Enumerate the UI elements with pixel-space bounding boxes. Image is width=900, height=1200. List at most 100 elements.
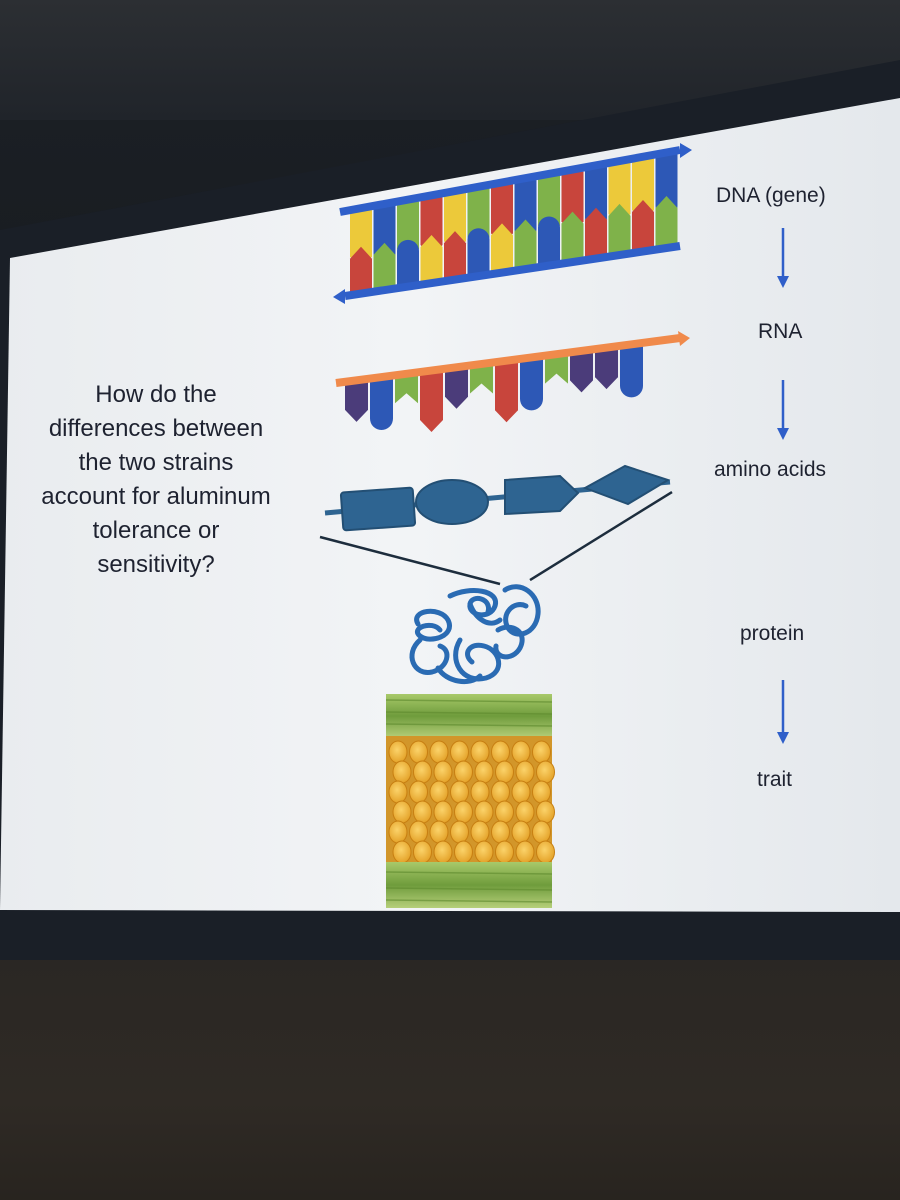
dna-base <box>397 239 419 289</box>
corn-kernel <box>454 760 473 784</box>
question-line: account for aluminum <box>41 483 271 510</box>
dna-base <box>538 216 560 268</box>
question-line: the two strains <box>78 449 234 476</box>
corn-kernel <box>515 840 535 864</box>
amino-acid-rectangle <box>339 486 417 532</box>
corn-kernel <box>409 780 428 804</box>
corn-kernel <box>450 740 469 764</box>
zoom-line-right <box>529 490 673 582</box>
corn-kernel <box>511 780 531 804</box>
dna-base <box>585 207 607 261</box>
corn-kernel <box>454 800 473 824</box>
corn-kernel <box>470 740 490 764</box>
dna-backbone-top-arrow <box>680 143 692 158</box>
corn-kernel <box>388 820 408 844</box>
dna-base <box>655 196 678 250</box>
rna-base <box>545 355 568 384</box>
dna-base <box>655 154 678 218</box>
dna-backbone-bottom-arrow <box>333 289 345 304</box>
corn-kernel <box>536 760 555 784</box>
rna-base <box>470 365 493 394</box>
dna-base <box>632 199 654 254</box>
corn-kernel <box>536 800 555 824</box>
corn-kernel <box>511 740 531 764</box>
amino-acid-ellipse <box>415 479 489 525</box>
dna-base <box>467 228 490 278</box>
rna-base <box>570 352 593 393</box>
corn-kernel <box>409 820 428 844</box>
rna-base <box>395 375 418 404</box>
corn-kernel <box>429 820 449 844</box>
corn-kernel <box>515 760 535 784</box>
corn-kernel <box>433 800 453 824</box>
corn-kernel <box>474 760 494 784</box>
dna-base <box>514 180 537 241</box>
corn-kernel <box>413 840 432 864</box>
corn-kernel <box>429 740 449 764</box>
rna-base <box>370 378 393 431</box>
corn-kernel <box>433 760 453 784</box>
corn-kernel <box>495 800 514 824</box>
rna-base <box>445 368 468 409</box>
corn-kernel <box>511 820 531 844</box>
room-wall <box>0 955 900 1200</box>
down-arrow-icon <box>777 380 789 440</box>
rna-base <box>495 362 518 423</box>
label-trait: trait <box>757 768 793 791</box>
corn-kernel <box>413 800 432 824</box>
corn-kernel <box>491 820 510 844</box>
corn-kernel <box>470 820 490 844</box>
dna-base <box>350 246 372 296</box>
rna-base <box>420 372 443 433</box>
corn-kernel <box>495 760 514 784</box>
slide-question: How do the differences between the two s… <box>6 378 306 582</box>
corn-kernel <box>409 740 428 764</box>
corn-kernel <box>474 800 494 824</box>
dna-base <box>514 219 537 271</box>
rna-base <box>345 381 368 422</box>
question-line: tolerance or <box>92 517 220 544</box>
corn-kernels-image <box>385 694 555 908</box>
folded-protein <box>409 584 541 685</box>
dna-base <box>373 242 396 292</box>
dna-base <box>608 203 631 257</box>
corn-kernel <box>429 780 449 804</box>
corn-kernel <box>532 740 551 764</box>
corn-kernel <box>536 840 555 864</box>
corn-kernel <box>433 840 453 864</box>
dna-base <box>561 211 584 264</box>
question-line: sensitivity? <box>97 551 215 578</box>
rna-backbone <box>335 334 681 387</box>
dna-base <box>420 235 443 285</box>
amino-acid-diamond <box>582 464 671 506</box>
corn-kernel <box>491 740 510 764</box>
label-amino-acids: amino acids <box>714 458 827 481</box>
rna-base <box>595 349 618 390</box>
dna-base <box>444 231 466 282</box>
corn-kernel <box>474 840 494 864</box>
corn-kernel <box>532 780 551 804</box>
corn-kernel <box>515 800 535 824</box>
corn-kernel <box>450 780 469 804</box>
corn-kernel <box>491 780 510 804</box>
corn-kernel <box>392 760 412 784</box>
dna-base <box>585 167 607 229</box>
dna-strand <box>333 143 692 304</box>
label-rna: RNA <box>758 320 803 343</box>
dna-base <box>491 223 513 275</box>
corn-kernel <box>495 840 514 864</box>
amino-acid-chain <box>324 464 671 532</box>
down-arrow-icon <box>777 228 789 288</box>
corn-kernel <box>388 780 408 804</box>
corn-kernel <box>413 760 432 784</box>
rna-base <box>520 358 543 411</box>
zoom-line-left <box>319 535 501 586</box>
amino-acid-pentagon <box>504 474 580 516</box>
label-dna: DNA (gene) <box>716 184 826 207</box>
corn-kernel <box>454 840 473 864</box>
corn-kernel <box>392 840 412 864</box>
corn-kernel <box>532 820 551 844</box>
rna-backbone-arrow <box>678 331 690 346</box>
label-protein: protein <box>740 622 805 645</box>
